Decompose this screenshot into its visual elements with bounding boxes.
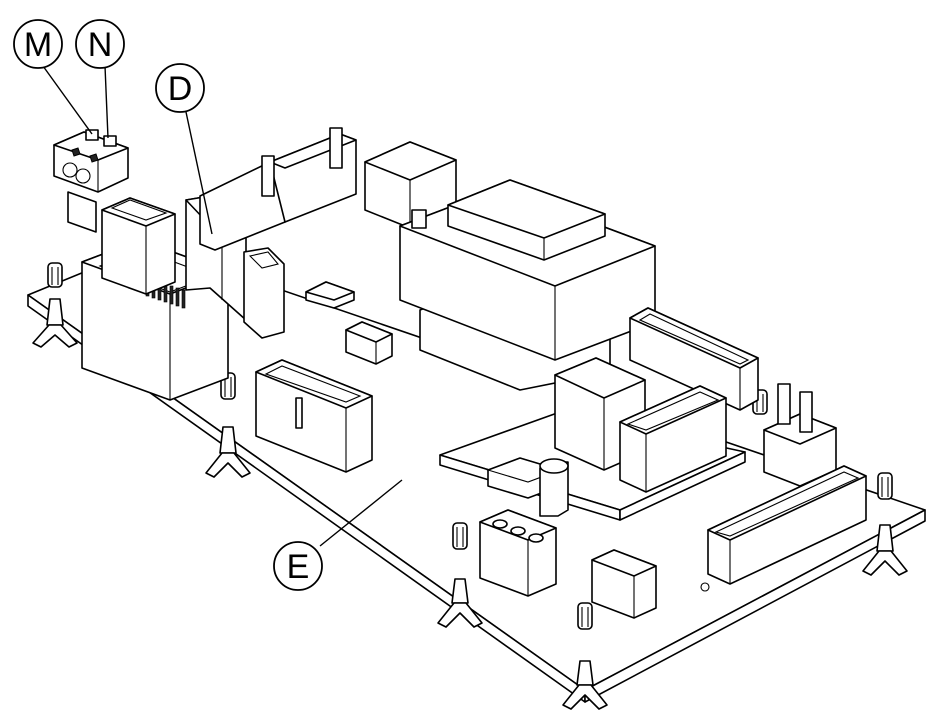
daughter-board bbox=[439, 357, 746, 521]
callout-n: N bbox=[75, 19, 125, 139]
header-strip bbox=[199, 127, 357, 251]
callout-m-label: M bbox=[24, 26, 52, 64]
standoff-foot bbox=[205, 372, 251, 478]
callout-m: M bbox=[13, 19, 93, 135]
standoff-feet bbox=[32, 262, 908, 710]
standoff-foot bbox=[32, 262, 78, 348]
terminal-jack bbox=[479, 509, 557, 597]
callout-e-label: E bbox=[287, 548, 310, 586]
small-box bbox=[591, 549, 657, 619]
callout-d: D bbox=[155, 63, 213, 235]
long-connector-bottom bbox=[707, 465, 867, 585]
pin-posts bbox=[763, 383, 837, 487]
small-header bbox=[345, 321, 393, 365]
terminal-block bbox=[53, 129, 129, 233]
standoff-foot bbox=[862, 472, 908, 576]
callout-n-label: N bbox=[88, 26, 113, 64]
callout-e: E bbox=[273, 479, 403, 591]
callout-d-label: D bbox=[168, 70, 193, 108]
standoff-foot bbox=[562, 602, 608, 710]
long-connector-top bbox=[629, 307, 759, 411]
transformer bbox=[399, 179, 656, 391]
box-header bbox=[255, 359, 373, 473]
standoff-foot bbox=[437, 522, 483, 628]
small-chip bbox=[305, 281, 355, 309]
